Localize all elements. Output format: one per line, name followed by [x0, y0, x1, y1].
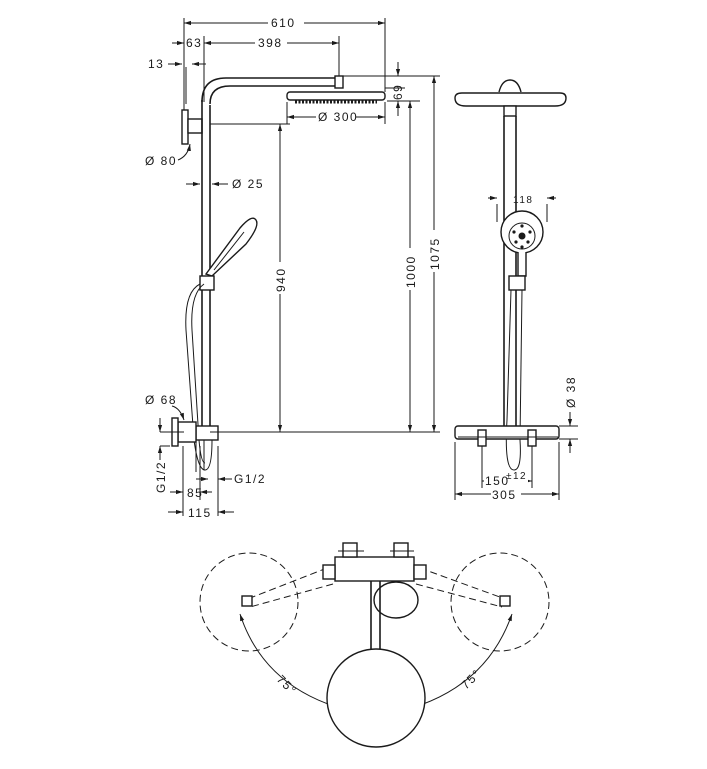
- dim-940-label: 940: [274, 267, 288, 292]
- top-view: 75° 75°: [199, 542, 550, 748]
- wall-bracket: [187, 118, 203, 134]
- dim-1000-label: 1000: [404, 255, 418, 288]
- dim-1075-label: 1075: [428, 237, 442, 270]
- dim-85-label: 85: [187, 486, 203, 500]
- front-shower-head: [454, 92, 567, 107]
- wall-plate: [181, 109, 189, 145]
- top-thermostat-bar: [334, 556, 415, 582]
- overhead-shower-head: [286, 91, 386, 101]
- dim-610-label: 610: [271, 16, 296, 30]
- side-view: 610 63 398 13 69 Ø 300 Ø 80 Ø 25 940: [145, 15, 442, 520]
- hose: [185, 283, 213, 471]
- arm-end: [334, 75, 344, 89]
- front-view: 118 Ø 38 150 ±12 305: [454, 79, 578, 502]
- dim-115-label: 115: [188, 506, 212, 520]
- thermostat: [195, 425, 219, 441]
- slider: [199, 275, 215, 291]
- riser-pipe: [201, 100, 211, 432]
- dim-305-label: 305: [492, 488, 517, 502]
- top-shower-head: [326, 648, 426, 748]
- dim-398-label: 398: [258, 36, 283, 50]
- dim-13-label: 13: [148, 57, 164, 71]
- dim-escutcheon-label: Ø 68: [145, 393, 177, 407]
- dim-69-label: 69: [391, 84, 405, 100]
- dim-mixer-diameter-label: Ø 38: [564, 376, 578, 408]
- dim-thread-horizontal-label: G1/2: [234, 472, 266, 486]
- swing-circle-right: [450, 552, 550, 652]
- angle-left-label: 75°: [274, 672, 300, 698]
- dim-thread-vertical-label: G1/2: [154, 461, 168, 493]
- dim-150-label: 150: [485, 474, 510, 488]
- angle-right-label: 75°: [458, 666, 484, 692]
- dim-63-label: 63: [186, 36, 202, 50]
- dim-pipe-label: Ø 25: [232, 177, 264, 191]
- dim-tolerance-label: ±12: [506, 471, 527, 482]
- dim-118-label: 118: [513, 195, 533, 206]
- shower-arm: [201, 77, 339, 105]
- dim-bracket-label: Ø 80: [145, 154, 177, 168]
- dim-head-diameter-label: Ø 300: [318, 110, 358, 124]
- swing-circle-left: [199, 552, 299, 652]
